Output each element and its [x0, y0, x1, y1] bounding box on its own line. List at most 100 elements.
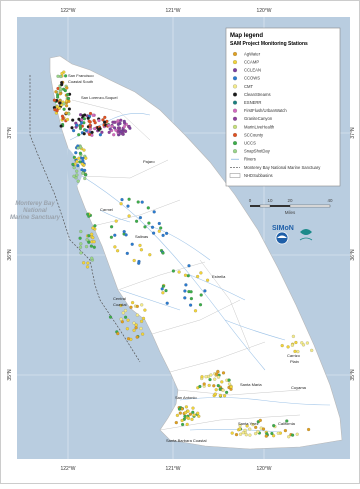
station-marker	[90, 256, 94, 260]
station-marker	[256, 430, 260, 434]
lon-tick-bottom-1: 122°W	[60, 466, 75, 472]
station-marker	[56, 74, 60, 78]
place-label-9: Carrizo	[287, 353, 301, 358]
legend-label-11: UCCS	[244, 141, 256, 146]
place-label-3: Pajaro	[143, 159, 155, 164]
station-marker	[254, 425, 258, 429]
station-marker	[83, 176, 87, 181]
place-label-13: San Antonio	[175, 395, 197, 400]
station-marker	[138, 243, 142, 247]
station-marker	[127, 124, 131, 129]
station-marker	[78, 124, 82, 128]
logos: SIMoN	[272, 225, 313, 245]
station-marker	[110, 225, 114, 229]
station-marker	[283, 429, 287, 433]
station-marker	[180, 418, 184, 423]
station-marker	[71, 118, 75, 122]
place-label-10: Plain	[290, 359, 299, 364]
station-marker	[141, 332, 145, 336]
station-marker	[109, 235, 113, 239]
station-marker	[85, 238, 89, 242]
station-marker	[171, 269, 175, 273]
station-marker	[140, 319, 144, 323]
station-marker	[119, 303, 123, 308]
station-marker	[82, 261, 86, 265]
station-marker	[191, 410, 195, 414]
station-marker	[124, 129, 128, 133]
station-marker	[295, 432, 299, 436]
station-marker	[241, 431, 245, 435]
station-marker	[113, 233, 117, 237]
station-marker	[82, 117, 86, 121]
station-marker	[93, 127, 97, 131]
station-marker	[117, 128, 121, 132]
station-marker	[77, 156, 81, 160]
station-marker	[132, 321, 136, 325]
legend-label-13: Rivers	[244, 157, 256, 162]
station-marker	[80, 118, 84, 122]
place-label-4: Carmel	[100, 207, 113, 212]
station-marker	[72, 129, 76, 133]
station-marker	[88, 123, 92, 127]
station-marker	[93, 121, 97, 125]
station-marker	[193, 309, 198, 313]
station-marker	[80, 121, 84, 125]
station-marker	[131, 301, 135, 305]
station-marker	[65, 104, 69, 108]
station-marker	[286, 345, 290, 349]
place-label-0: San Francisco	[68, 73, 94, 78]
station-marker	[165, 301, 169, 305]
place-label-8: Coastal	[113, 302, 127, 307]
station-marker	[86, 212, 90, 216]
station-marker	[184, 411, 188, 415]
station-marker	[209, 373, 213, 377]
station-marker	[221, 371, 226, 375]
lat-tick-left-1: 37°N	[7, 127, 13, 139]
legend-symbol-9	[233, 124, 238, 129]
station-marker	[92, 240, 96, 244]
station-marker	[54, 90, 58, 94]
station-marker	[135, 335, 139, 339]
station-marker	[113, 245, 117, 249]
station-marker	[227, 382, 232, 386]
station-marker	[86, 116, 90, 120]
station-marker	[130, 242, 134, 246]
sanctuary-boundary	[29, 75, 141, 363]
place-label-2: San Lorenzo-Soquel	[81, 95, 118, 100]
station-marker	[135, 219, 139, 223]
legend-symbol-7	[233, 108, 238, 113]
station-marker	[119, 317, 123, 321]
station-marker	[186, 416, 191, 420]
station-marker	[76, 179, 80, 183]
station-marker	[66, 96, 71, 101]
place-label-1: Coastal South	[68, 79, 93, 84]
station-marker	[261, 427, 266, 431]
station-marker	[175, 413, 179, 417]
station-marker	[161, 233, 165, 237]
sanctuary-label-line-2: National	[23, 208, 47, 214]
station-marker	[91, 236, 95, 240]
station-marker	[208, 378, 212, 382]
station-marker	[84, 173, 88, 177]
station-marker	[91, 226, 95, 230]
station-marker	[136, 200, 140, 204]
station-marker	[300, 341, 304, 345]
legend-label-2: CCLEAN	[244, 68, 261, 73]
station-marker	[164, 289, 168, 293]
station-marker	[140, 303, 144, 307]
station-marker	[60, 81, 64, 85]
station-marker	[220, 380, 224, 384]
station-marker	[199, 293, 203, 297]
station-marker	[78, 151, 82, 155]
station-marker	[82, 132, 86, 136]
station-marker	[125, 251, 129, 255]
station-marker	[161, 284, 165, 288]
station-marker	[218, 393, 222, 398]
legend-subtitle: SAM Project Monitoring Stations	[230, 41, 308, 47]
station-marker	[196, 411, 200, 415]
station-marker	[97, 127, 101, 132]
station-marker	[79, 242, 83, 246]
station-marker	[135, 313, 139, 317]
station-marker	[160, 287, 164, 291]
